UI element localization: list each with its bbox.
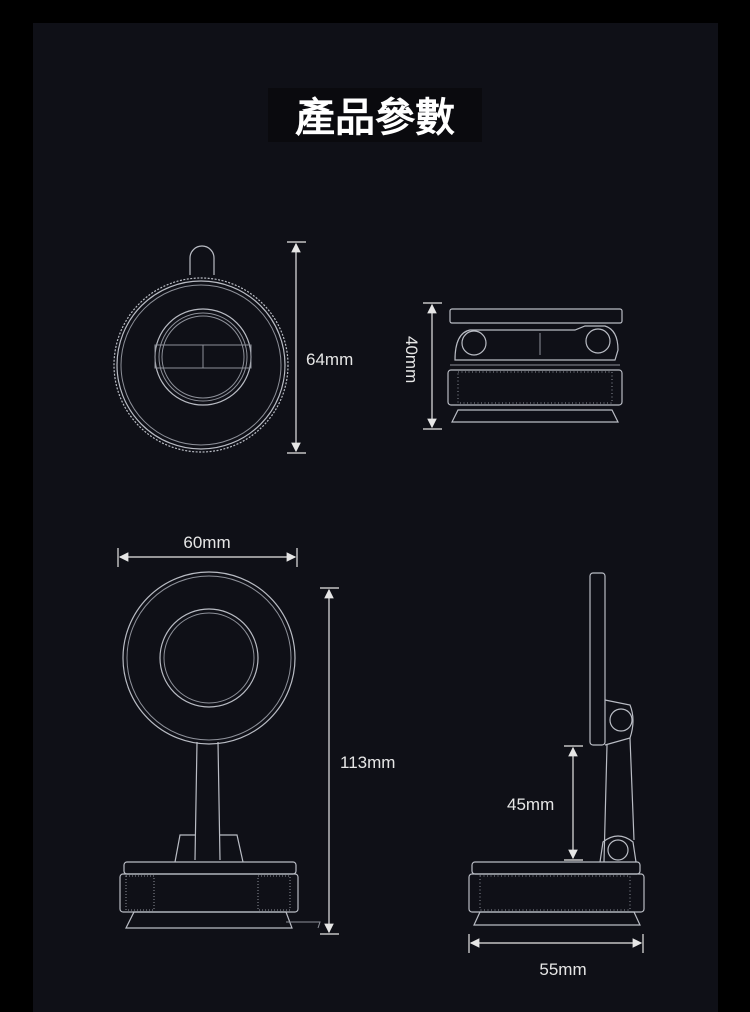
dimension-label: 64mm — [306, 350, 353, 369]
dimension-label: 40mm — [402, 336, 421, 383]
stand-side-view-drawing — [468, 572, 645, 926]
dimension-40mm: 40mm — [402, 302, 442, 430]
title-backdrop — [268, 88, 482, 142]
top-view-drawing — [113, 245, 289, 453]
dimension-64mm: 64mm — [287, 241, 353, 454]
page-title: 產品參數 — [295, 95, 455, 141]
dimension-113mm: 113mm — [320, 587, 395, 935]
dimension-45mm: 45mm — [507, 745, 583, 861]
dimension-55mm: 55mm — [468, 934, 644, 979]
dimension-label: 55mm — [539, 960, 586, 979]
dimension-label: 113mm — [340, 753, 395, 772]
dimension-label: 45mm — [507, 795, 554, 814]
side-view-drawing — [447, 308, 623, 423]
dimension-60mm: 60mm — [117, 533, 298, 567]
dimension-label: 60mm — [183, 533, 230, 552]
front-view-drawing — [119, 571, 321, 929]
